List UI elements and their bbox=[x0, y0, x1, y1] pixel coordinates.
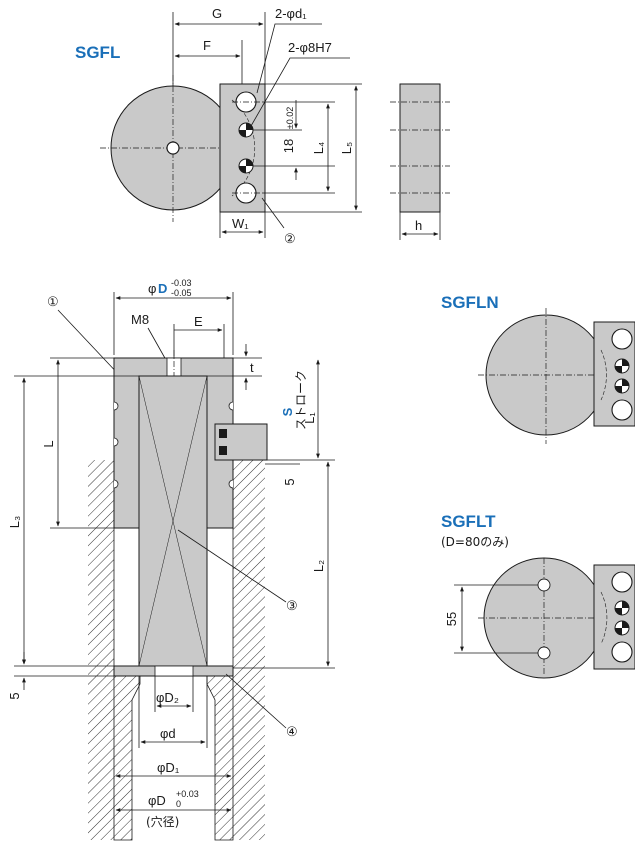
label-d1-holes: 2-φd₁ bbox=[275, 6, 307, 21]
bracket-side bbox=[399, 83, 441, 213]
sgfln-title: SGFLN bbox=[441, 293, 499, 312]
sgflt-hole-top bbox=[537, 578, 551, 592]
pin-hole-lower bbox=[238, 158, 254, 174]
sgfln-view: SGFLN bbox=[441, 293, 635, 444]
dim-D-letter: D bbox=[158, 281, 167, 296]
ground-right bbox=[233, 460, 265, 840]
label-stroke-jp: ストローク bbox=[294, 370, 308, 430]
dim-bore-tol-upper: +0.03 bbox=[176, 789, 199, 799]
dim-55: 55 bbox=[444, 612, 459, 626]
label-pin-holes: 2-φ8H7 bbox=[288, 40, 332, 55]
sgflt-hole-bottom bbox=[537, 646, 551, 660]
dim-bore-tol-lower: 0 bbox=[176, 799, 181, 809]
dim-t: t bbox=[250, 360, 254, 375]
sgfl-top-view: SGFL G F 2-φd₁ bbox=[75, 6, 450, 246]
sgflt-title: SGFLT bbox=[441, 512, 496, 531]
dim-h: h bbox=[415, 218, 422, 233]
dim-D-tol-lower: -0.05 bbox=[171, 288, 192, 298]
dim-L5: L₅ bbox=[339, 142, 354, 154]
pin-hole-upper bbox=[238, 122, 254, 138]
callout-2: ② bbox=[284, 231, 296, 246]
callout-3: ③ bbox=[286, 598, 298, 613]
dim-5-lower: 5 bbox=[7, 692, 22, 699]
dim-D-bore: φD bbox=[148, 793, 166, 808]
sgflt-note: (D=80のみ) bbox=[441, 535, 509, 549]
main-section-view: φ D -0.03 -0.05 ① M8 E bbox=[7, 278, 335, 841]
sgfl-title: SGFL bbox=[75, 43, 120, 62]
dim-S: S bbox=[280, 407, 295, 416]
dim-D-prefix: φ bbox=[148, 281, 156, 296]
dim-L4: L₄ bbox=[311, 142, 326, 155]
dim-18-tol: ±0.02 bbox=[285, 107, 295, 129]
dim-E: E bbox=[194, 314, 203, 329]
dim-5-upper: 5 bbox=[282, 478, 297, 485]
ground-left bbox=[88, 460, 114, 840]
dim-D-tol-upper: -0.03 bbox=[171, 278, 192, 288]
label-bore-note: (穴径) bbox=[146, 814, 179, 829]
dim-G: G bbox=[212, 6, 222, 21]
dim-D1: φD₁ bbox=[157, 760, 180, 775]
dim-W1: W₁ bbox=[232, 216, 249, 231]
label-M8: M8 bbox=[131, 312, 149, 327]
dim-L: L bbox=[41, 440, 56, 447]
dim-L1: L₁ bbox=[302, 412, 317, 424]
dim-d: φd bbox=[160, 726, 176, 741]
callout-4: ④ bbox=[286, 724, 298, 739]
dim-18: 18 bbox=[281, 139, 296, 153]
dim-L3: L₃ bbox=[7, 516, 22, 529]
sgflt-view: SGFLT (D=80のみ) 55 bbox=[441, 512, 635, 679]
callout-1: ① bbox=[47, 294, 59, 309]
dim-F: F bbox=[203, 38, 211, 53]
dim-D2: φD₂ bbox=[156, 690, 179, 705]
dim-L2: L₂ bbox=[311, 560, 326, 572]
